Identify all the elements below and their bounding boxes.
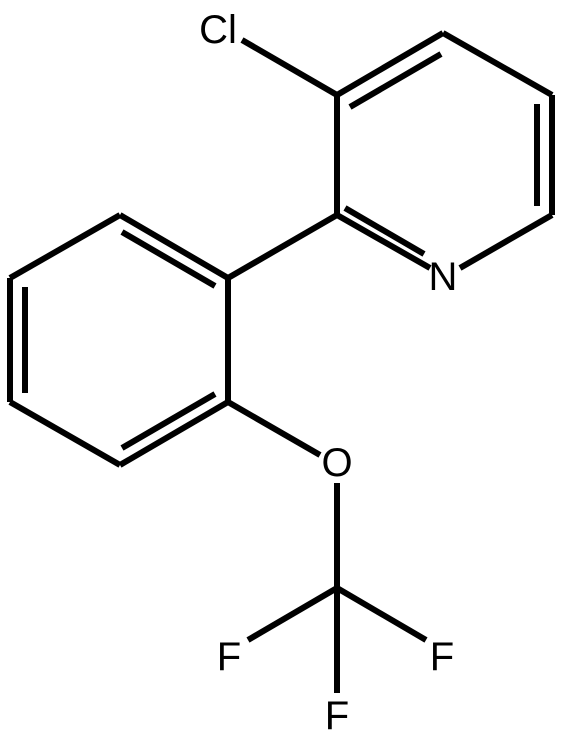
bond-cf3-f1 bbox=[246, 585, 339, 643]
bond-c4p-c3p bbox=[8, 399, 122, 468]
bond-n-c2-inner bbox=[343, 205, 426, 257]
bond-c1p-c6p-inner bbox=[120, 229, 217, 289]
atom-label-f-left: F bbox=[217, 635, 241, 679]
bond-c3p-c2p bbox=[118, 399, 230, 468]
bond-c2-c1p bbox=[226, 212, 339, 281]
atom-label-f-bottom: F bbox=[325, 694, 349, 738]
bond-c2p-o bbox=[226, 399, 322, 458]
atom-label-cl: Cl bbox=[199, 8, 237, 52]
bond-c3-cl bbox=[240, 37, 339, 98]
atom-label-f-right: F bbox=[430, 635, 454, 679]
bond-cf3-f2 bbox=[335, 585, 428, 643]
bond-c3-c4-inner bbox=[348, 51, 443, 110]
atom-label-o: O bbox=[321, 441, 352, 485]
bond-c3-c4 bbox=[335, 30, 445, 98]
atom-label-n: N bbox=[429, 255, 458, 299]
bond-c3p-c2p-inner bbox=[120, 391, 217, 451]
bond-c4-c5 bbox=[441, 30, 554, 98]
bond-c1p-c6p bbox=[118, 212, 230, 281]
bond-c6p-c5p bbox=[8, 212, 122, 281]
bond-n-c2 bbox=[335, 212, 432, 271]
bond-c6-n bbox=[458, 212, 554, 271]
